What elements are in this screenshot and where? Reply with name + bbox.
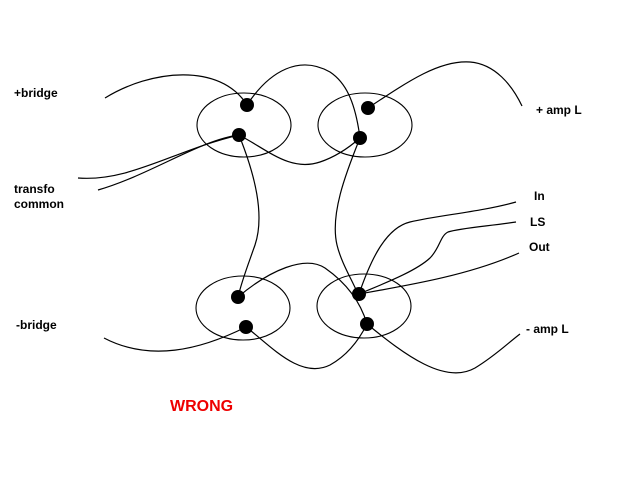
label-minus-amp-l: - amp L <box>526 322 569 336</box>
label-common: common <box>14 197 65 211</box>
terminal-top-right-upper <box>361 101 375 115</box>
terminal-top-right-lower <box>353 131 367 145</box>
wire-transfo-common-b <box>97 134 240 191</box>
capacitor-top-right <box>317 92 413 158</box>
label-transfo: transfo <box>14 182 55 196</box>
terminal-bottom-right-upper <box>352 287 366 301</box>
terminal-bottom-left-lower <box>239 320 253 334</box>
label-minus-bridge: -bridge <box>16 318 57 332</box>
capacitor-top-left <box>196 92 292 158</box>
wire-out <box>358 252 520 295</box>
wire-vertical-left <box>237 134 260 298</box>
terminal-top-left-lower <box>232 128 246 142</box>
wire-vertical-right <box>334 137 361 295</box>
wire-top-left-upper-to-top-right-lower <box>246 64 361 139</box>
label-plus-amp-l: + amp L <box>536 103 582 117</box>
wire-bottom-left-upper-cross <box>237 262 368 325</box>
wire-transfo-common-a <box>77 134 240 179</box>
capacitor-bottom-left <box>195 275 291 341</box>
terminal-bottom-left-upper <box>231 290 245 304</box>
verdict-label: WRONG <box>170 398 234 415</box>
wire-minus-bridge <box>103 326 247 352</box>
label-out: Out <box>529 240 550 254</box>
wire-ls <box>358 221 517 295</box>
label-ls: LS <box>530 215 546 229</box>
capacitor-bottom-right <box>316 273 412 339</box>
wire-plus-amp-l <box>367 61 523 109</box>
wire-plus-bridge <box>104 74 248 106</box>
terminal-bottom-right-lower <box>360 317 374 331</box>
wire-bottom-left-lower-to-bottom-right-lower <box>245 323 368 370</box>
label-plus-bridge: +bridge <box>14 86 58 100</box>
wire-minus-amp-l <box>366 323 521 374</box>
wire-top-left-lower-to-top-right-lower <box>238 134 361 166</box>
label-in: In <box>534 189 545 203</box>
terminal-top-left-upper <box>240 98 254 112</box>
wire-in <box>358 201 517 295</box>
